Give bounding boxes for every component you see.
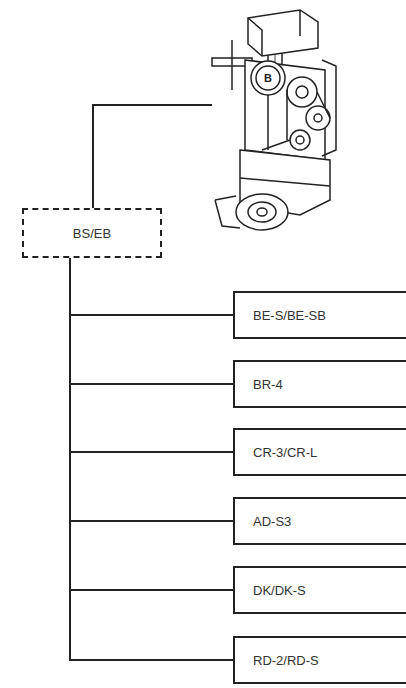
logo-letter: B	[264, 72, 272, 84]
leader-line	[93, 105, 212, 208]
model-box: RD-2/RD-S	[233, 636, 406, 684]
tree-connector	[70, 258, 233, 590]
node-label: RD-2/RD-S	[253, 653, 319, 668]
model-box: BR-4	[233, 360, 406, 408]
node-label: BE-S/BE-SB	[253, 308, 326, 323]
tree-connector	[70, 258, 233, 452]
tree-connector	[70, 258, 233, 660]
model-box: AD-S3	[233, 497, 406, 545]
node-label: DK/DK-S	[253, 583, 306, 598]
group-box: BS/EB	[22, 208, 162, 258]
model-box: BE-S/BE-SB	[233, 291, 406, 339]
tree-connector	[70, 258, 233, 384]
node-label: BS/EB	[73, 226, 111, 241]
model-box: DK/DK-S	[233, 566, 406, 614]
node-label: CR-3/CR-L	[253, 445, 317, 460]
tree-connector	[70, 258, 233, 521]
model-box: CR-3/CR-L	[233, 428, 406, 476]
tree-connector	[70, 258, 233, 315]
node-label: AD-S3	[253, 514, 291, 529]
node-label: BR-4	[253, 377, 283, 392]
